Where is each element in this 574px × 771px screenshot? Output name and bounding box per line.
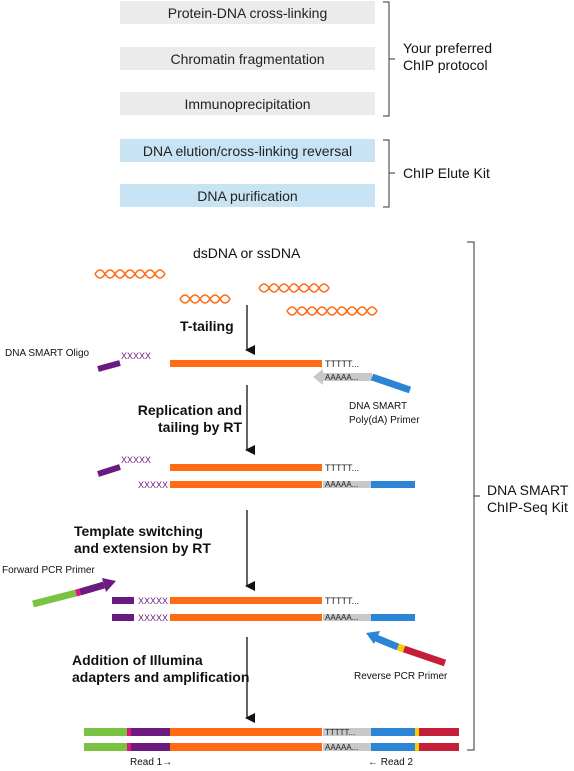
reverse-primer-label: Reverse PCR Primer [354, 671, 448, 682]
tail-a-2: AAAAA... [325, 480, 358, 489]
bracket-elute-kit [383, 139, 395, 208]
polyda-primer-label: DNA SMART Poly(dA) Primer [349, 400, 420, 428]
replication-label: Replication and tailing by RT [100, 402, 242, 436]
tail-t-3: TTTTT... [325, 596, 359, 606]
replication-line1: Replication and [137, 402, 242, 418]
read1-label: Read 1→ [130, 757, 173, 768]
template-switching-line2: and extension by RT [74, 540, 211, 556]
oligo-x-4: XXXXX [138, 596, 168, 606]
stage-t-tailing: XXXXX TTTTT... AAAAA... [97, 351, 412, 394]
smart-kit-line1: DNA SMART [487, 482, 569, 498]
step-elution-label: DNA elution/cross-linking reversal [142, 142, 353, 159]
step-purification-label: DNA purification [197, 187, 298, 204]
tail-t-4: TTTTT... [325, 728, 355, 737]
step-immunoprecipitation-label: Immunoprecipitation [184, 95, 311, 112]
replication-line2: tailing by RT [158, 419, 242, 435]
forward-primer-label: Forward PCR Primer [2, 565, 95, 576]
tail-a-1: AAAAA... [325, 373, 358, 382]
step-fragmentation: Chromatin fragmentation [120, 47, 375, 70]
stage-replication: XXXXX TTTTT... XXXXX AAAAA... [97, 455, 415, 490]
bracket-preferred-protocol [383, 1, 395, 117]
stage-template-switching: XXXXX TTTTT... XXXXX AAAAA... [32, 578, 447, 667]
smart-kit-line2: ChIP-Seq Kit [487, 499, 568, 515]
illumina-adapters-line2: adapters and amplification [72, 669, 250, 685]
preferred-protocol-line2: ChIP protocol [403, 57, 488, 73]
preferred-protocol-label: Your preferred ChIP protocol [403, 40, 492, 74]
oligo-x-5: XXXXX [138, 613, 168, 623]
tail-a-4: AAAAA... [325, 743, 358, 752]
smart-oligo-label: DNA SMART Oligo [5, 348, 90, 359]
step-purification: DNA purification [120, 184, 375, 207]
input-dna-label: dsDNA or ssDNA [193, 245, 301, 261]
bracket-smart-kit [467, 241, 480, 751]
illumina-adapters-label: Addition of Illumina adapters and amplif… [72, 652, 249, 686]
elute-kit-label: ChIP Elute Kit [403, 165, 490, 181]
smart-kit-label: DNA SMART ChIP-Seq Kit [487, 482, 568, 516]
tail-t-1: TTTTT... [325, 359, 359, 369]
oligo-x-3: XXXXX [138, 480, 168, 490]
tail-t-2: TTTTT... [325, 463, 359, 473]
dsdna-fragments [94, 269, 378, 316]
preferred-protocol-line1: Your preferred [403, 40, 492, 56]
illumina-adapters-line1: Addition of Illumina [72, 652, 203, 668]
template-switching-label: Template switching and extension by RT [74, 523, 211, 557]
oligo-x-2: XXXXX [121, 455, 151, 465]
template-switching-line1: Template switching [74, 523, 203, 539]
stage-final-library: TTTTT... AAAAA... [84, 728, 459, 752]
t-tailing-label: T-tailing [180, 318, 234, 334]
step-fragmentation-label: Chromatin fragmentation [170, 50, 325, 67]
polyda-primer-line1: DNA SMART [349, 401, 408, 412]
tail-a-3: AAAAA... [325, 613, 358, 622]
read2-label: ← Read 2 [368, 757, 414, 768]
oligo-x-1: XXXXX [121, 351, 151, 361]
step-crosslinking-label: Protein-DNA cross-linking [167, 4, 328, 21]
step-elution: DNA elution/cross-linking reversal [120, 139, 375, 162]
step-immunoprecipitation: Immunoprecipitation [120, 92, 375, 115]
polyda-primer-line2: Poly(dA) Primer [349, 415, 420, 426]
step-crosslinking: Protein-DNA cross-linking [120, 1, 375, 24]
